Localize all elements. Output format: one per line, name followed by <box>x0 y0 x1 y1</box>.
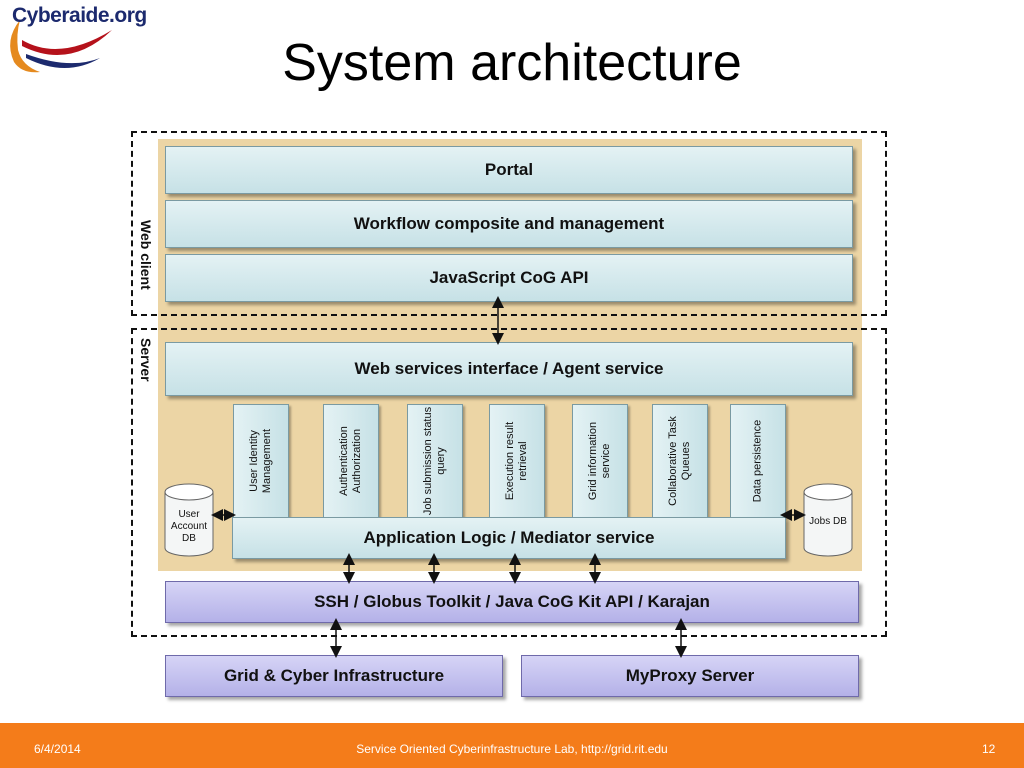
middle-connector-background <box>158 311 862 331</box>
grid-infrastructure-box: Grid & Cyber Infrastructure <box>165 655 503 697</box>
service-job-submission: Job submission status query <box>407 404 463 518</box>
user-account-db-label: User Account DB <box>170 509 208 544</box>
service-grid-information: Grid information service <box>572 404 628 518</box>
connector-arrows <box>211 296 806 658</box>
jobs-db-icon <box>803 483 853 557</box>
logo-swoosh-icon <box>10 20 112 73</box>
javascript-cog-api-box: JavaScript CoG API <box>165 254 853 302</box>
web-services-box: Web services interface / Agent service <box>165 342 853 396</box>
service-authentication: Authentication Authorization <box>323 404 379 518</box>
logo-text: Cyberaide.org <box>12 4 147 27</box>
footer-bar: 6/4/2014 Service Oriented Cyberinfrastru… <box>0 723 1024 768</box>
web-client-region <box>131 131 887 316</box>
footer-page-number: 12 <box>982 742 996 756</box>
jobs-db-label: Jobs DB <box>809 516 847 527</box>
service-collaborative-queues: Collaborative Task Queues <box>652 404 708 518</box>
workflow-box: Workflow composite and management <box>165 200 853 248</box>
footer-source: Service Oriented Cyberinfrastructure Lab… <box>356 742 668 756</box>
server-region <box>131 328 887 637</box>
ssh-globus-box: SSH / Globus Toolkit / Java CoG Kit API … <box>165 581 859 623</box>
user-account-db-icon <box>164 483 214 557</box>
page-title: System architecture <box>282 34 742 92</box>
logo: Cyberaide.org <box>0 0 160 80</box>
footer-date: 6/4/2014 <box>34 742 81 756</box>
architecture-diagram: Web client Server Portal Workflow compos… <box>131 131 887 697</box>
myproxy-server-box: MyProxy Server <box>521 655 859 697</box>
service-user-identity: User Identity Management <box>233 404 289 518</box>
portal-box: Portal <box>165 146 853 194</box>
service-execution-result: Execution result retrieval <box>489 404 545 518</box>
